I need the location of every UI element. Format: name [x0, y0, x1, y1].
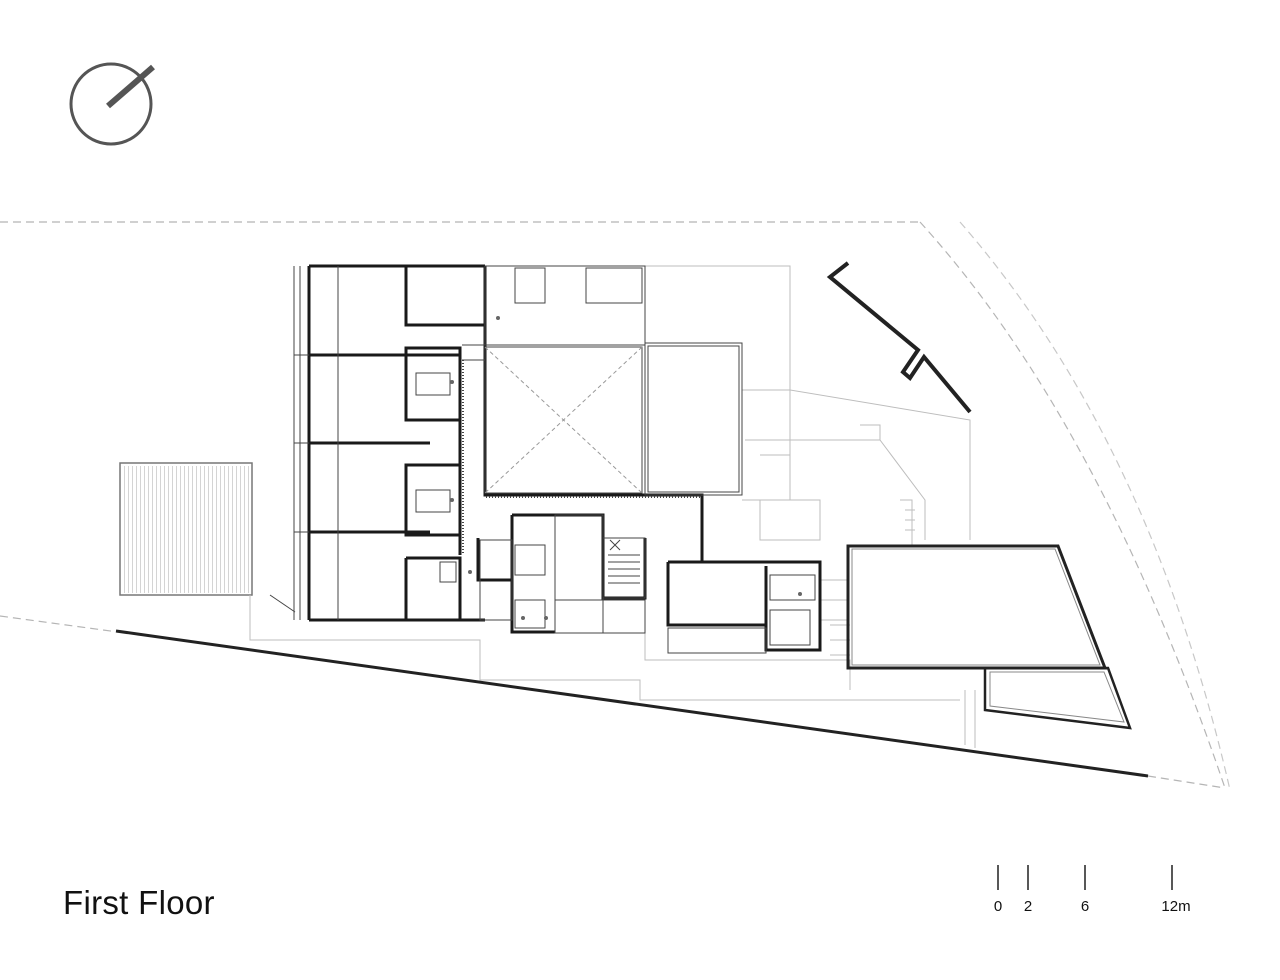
garden-bed	[119, 462, 253, 596]
context-outlines	[249, 265, 976, 748]
site-boundary	[0, 221, 1231, 791]
building-walls	[307, 264, 822, 652]
east-terrace	[846, 544, 1132, 730]
drawing-title: First Floor	[63, 884, 215, 921]
south-site-wall	[115, 629, 1149, 778]
north-east-wall	[826, 261, 972, 414]
interior-lines	[269, 265, 816, 654]
north-arrow-icon	[69, 62, 155, 146]
scale-bar	[997, 865, 1173, 890]
fixtures	[450, 316, 802, 620]
